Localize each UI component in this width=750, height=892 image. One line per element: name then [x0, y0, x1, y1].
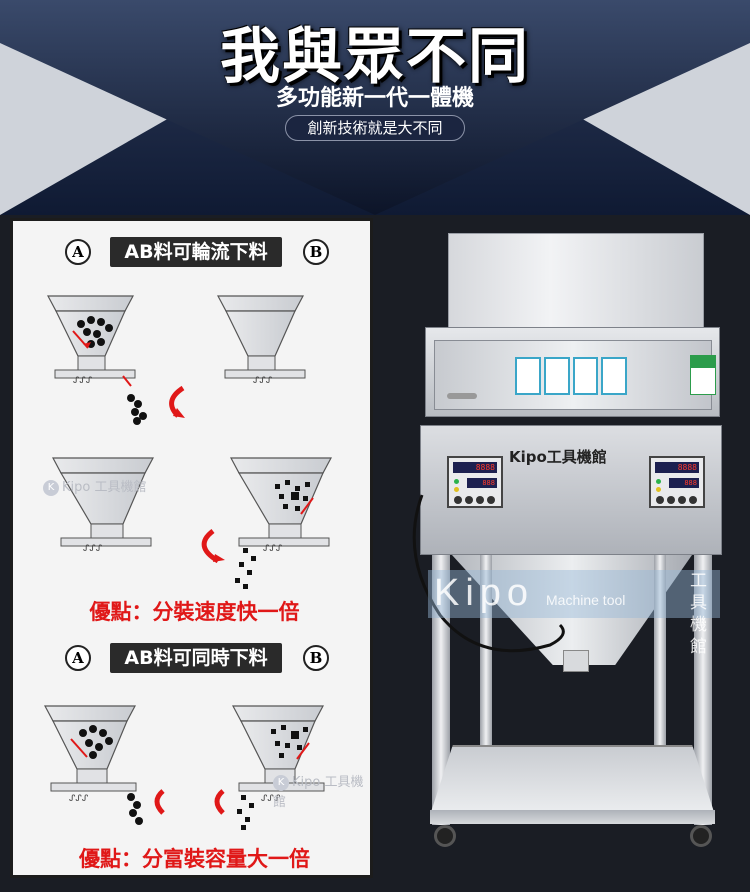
section1-header: A AB料可輪流下料 B [13, 235, 376, 273]
page-subtitle: 多功能新一代一體機 [275, 86, 474, 111]
watermark-cn: 工具機館 [690, 571, 707, 657]
page-title: 我與眾不同 [220, 22, 530, 92]
leg-back-right [654, 555, 666, 745]
hopper-b-top: ᔑᔑᔑ [217, 295, 306, 386]
hopper-a-bottom: ᔑᔑᔑ [44, 705, 165, 825]
label-a-circle-2: A [65, 645, 91, 671]
brand-watermark: Kipo Machine tool 工具機館 [428, 570, 720, 657]
display-right-small: 888 [669, 478, 699, 488]
svg-text:ᔑᔑᔑ: ᔑᔑᔑ [253, 376, 273, 386]
tagline-badge: 創新技術就是大不同 [285, 115, 465, 141]
pellets-a-bottom [79, 725, 113, 759]
machine-brand: Kipo工具機館 [509, 448, 607, 466]
machine-top-box [425, 327, 720, 417]
product-machine: Kipo工具機館 8888 888 8888 888 [400, 225, 745, 885]
pellets-a-top [77, 316, 113, 348]
energy-label [690, 355, 716, 395]
machine-door [434, 340, 716, 410]
section2-advantage: 優點：分富裝容量大一倍 [79, 847, 310, 871]
display-left-small: 888 [467, 478, 497, 488]
watermark-text: Machine tool [546, 592, 626, 608]
wheel-right [690, 825, 712, 847]
discharge-nozzle [563, 650, 589, 672]
control-box: Kipo工具機館 8888 888 8888 888 [420, 425, 722, 555]
header-banner: 我與眾不同 多功能新一代一體機 創新技術就是大不同 [0, 0, 750, 215]
section2-diagram: ᔑᔑᔑ ᔑᔑᔑ [44, 705, 325, 830]
falling-pellets-a-2 [127, 793, 143, 825]
hopper-a-top: ᔑᔑᔑ [47, 295, 185, 425]
section2-header: A AB料可同時下料 B [13, 641, 376, 679]
svg-text:ᔑᔑᔑ: ᔑᔑᔑ [69, 794, 89, 804]
power-cable [412, 494, 565, 653]
hopper-a-mid: ᔑᔑᔑ [52, 457, 154, 554]
kipo-logo-icon: K [43, 479, 59, 496]
hopper-b-mid: ᔑᔑᔑ [201, 457, 332, 589]
section1-pill: AB料可輪流下料 [110, 237, 282, 267]
hopper-b-bottom: ᔑᔑᔑ [214, 705, 325, 830]
svg-text:ᔑᔑᔑ: ᔑᔑᔑ [261, 794, 281, 804]
granules-b-mid [275, 480, 310, 511]
granules-b-bottom [271, 725, 308, 758]
machine-lid [448, 233, 704, 333]
controller-left: 8888 888 [447, 456, 503, 508]
section1-diagram: ᔑᔑᔑ ᔑᔑᔑ [47, 295, 332, 589]
label-b-circle: B [303, 239, 329, 265]
label-a-circle: A [65, 239, 91, 265]
machine-base-tray [430, 745, 715, 815]
wheel-left [434, 825, 456, 847]
watermark-logo: Kipo [434, 572, 535, 614]
falling-granules-b-2 [237, 795, 254, 830]
door-handle [447, 393, 477, 399]
section1-advantage: 優點：分裝速度快一倍 [89, 600, 300, 624]
label-b-circle-2: B [303, 645, 329, 671]
falling-pellets-a [127, 394, 147, 425]
display-right: 8888 [655, 462, 699, 473]
falling-granules-b [235, 548, 256, 589]
feature-panel: A AB料可輪流下料 B ᔑᔑᔑ [10, 218, 373, 878]
svg-text:ᔑᔑᔑ: ᔑᔑᔑ [83, 544, 103, 554]
kipo-logo-icon-2: K [273, 774, 289, 791]
svg-text:ᔑᔑᔑ: ᔑᔑᔑ [73, 376, 93, 386]
section2-pill: AB料可同時下料 [110, 643, 282, 673]
machine-base-front [430, 810, 715, 824]
leg-back-left [480, 555, 492, 745]
svg-text:ᔑᔑᔑ: ᔑᔑᔑ [263, 544, 283, 554]
controller-right: 8888 888 [649, 456, 705, 508]
display-left: 8888 [453, 462, 497, 473]
instruction-labels [515, 357, 627, 395]
leg-front-right [694, 555, 712, 825]
